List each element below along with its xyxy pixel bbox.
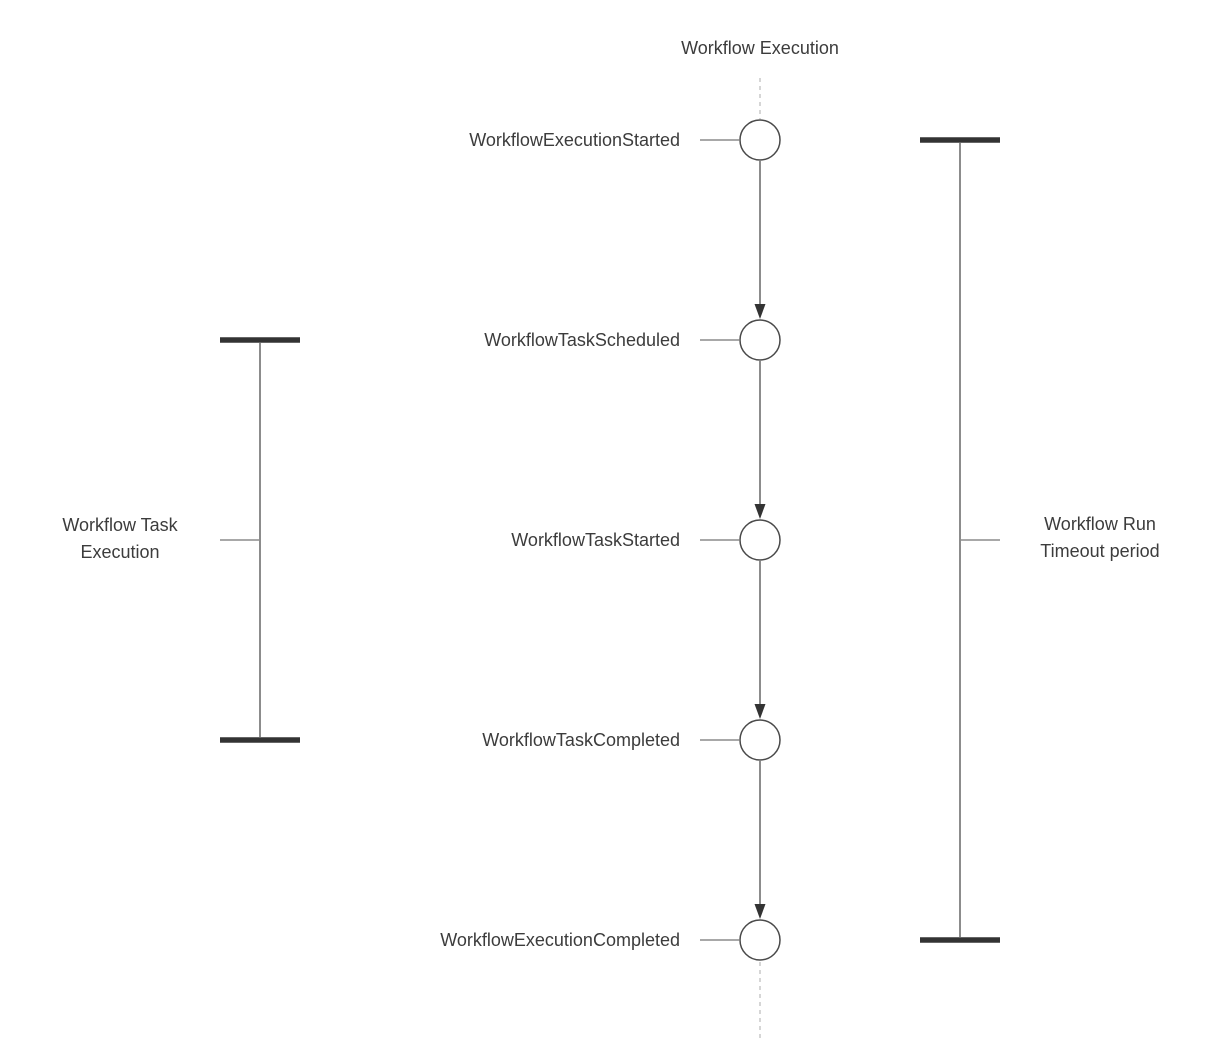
- node-workflow-execution-completed: [739, 919, 781, 961]
- arrowhead-icon-2: [754, 504, 766, 519]
- event-label-workflow-task-scheduled: WorkflowTaskScheduled: [484, 330, 680, 350]
- node-workflow-task-started: [739, 519, 781, 561]
- left-bracket-label-line1: Workflow Task: [62, 515, 178, 535]
- arrowhead-icon-4: [754, 904, 766, 919]
- event-label-workflow-execution-started: WorkflowExecutionStarted: [469, 130, 680, 150]
- right-bracket-label-line1: Workflow Run: [1044, 514, 1156, 534]
- event-label-workflow-task-started: WorkflowTaskStarted: [511, 530, 680, 550]
- left-bracket-label: Workflow Task Execution: [20, 512, 220, 566]
- node-workflow-task-completed: [739, 719, 781, 761]
- event-label-workflow-execution-completed: WorkflowExecutionCompleted: [440, 930, 680, 950]
- node-workflow-execution-started: [739, 119, 781, 161]
- arrowhead-icon-3: [754, 704, 766, 719]
- left-bracket-label-line2: Execution: [80, 542, 160, 562]
- right-bracket-label: Workflow Run Timeout period: [1000, 511, 1200, 565]
- diagram-title: Workflow Execution: [681, 38, 839, 58]
- event-label-workflow-task-completed: WorkflowTaskCompleted: [482, 730, 680, 750]
- right-bracket-label-line2: Timeout period: [1040, 541, 1160, 561]
- node-workflow-task-scheduled: [739, 319, 781, 361]
- arrowhead-icon-1: [754, 304, 766, 319]
